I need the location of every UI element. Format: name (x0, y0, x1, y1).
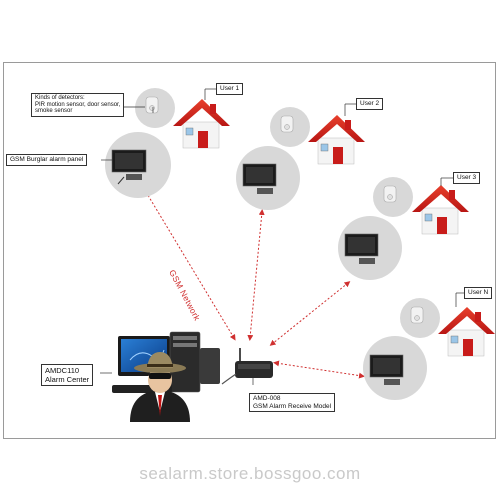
site-userN (363, 298, 495, 400)
panel-callout: GSM Burglar alarm panel (6, 154, 88, 166)
site-user1 (105, 88, 230, 198)
house-icon (438, 307, 495, 357)
center-line1: AMDC110 (45, 366, 80, 375)
alarm-panel-icon (369, 354, 404, 385)
user3-label: User 3 (453, 172, 481, 184)
userN-label: User N (464, 287, 493, 299)
arrow-user1 (144, 189, 236, 341)
house-icon (412, 185, 469, 235)
pir-sensor-icon (280, 115, 294, 133)
center-line2: Alarm Center (45, 375, 90, 384)
alarm-center-callout: AMDC110 Alarm Center (41, 364, 94, 386)
detectors-heading: Kinds of detectors: (35, 95, 85, 101)
receiver-line1: AMD-008 (253, 395, 281, 402)
arrow-user2 (247, 209, 265, 341)
alarm-center-group (112, 331, 273, 422)
pir-sensor-icon (145, 96, 159, 114)
user2-label: User 2 (356, 98, 384, 110)
receiver-line2: GSM Alarm Receive Model (253, 402, 332, 410)
arrow-user3 (269, 281, 351, 346)
operator-icon (130, 352, 190, 422)
pir-sensor-icon (410, 306, 424, 324)
alarm-panel-icon (242, 163, 277, 194)
pc-tower-icon (169, 331, 201, 393)
alarm-panel-icon (344, 233, 379, 264)
pir-sensor-icon (383, 185, 397, 203)
receiver-callout: AMD-008 GSM Alarm Receive Model (249, 393, 336, 412)
user1-label: User 1 (216, 83, 244, 95)
alarm-panel-icon (111, 149, 147, 185)
detectors-callout: Kinds of detectors: PIR motion sensor, d… (31, 93, 125, 117)
house-icon (173, 99, 230, 149)
watermark: sealarm.store.bossgoo.com (139, 464, 361, 483)
house-icon (308, 115, 365, 165)
detectors-line2: smoke sensor (35, 108, 73, 115)
network-arrows (144, 189, 365, 379)
gsm-receiver-icon (221, 348, 273, 385)
detectors-line1: PIR motion sensor, door sensor, (35, 101, 121, 108)
site-user2 (236, 107, 365, 210)
arrow-userN (273, 360, 365, 379)
site-user3 (338, 177, 469, 280)
